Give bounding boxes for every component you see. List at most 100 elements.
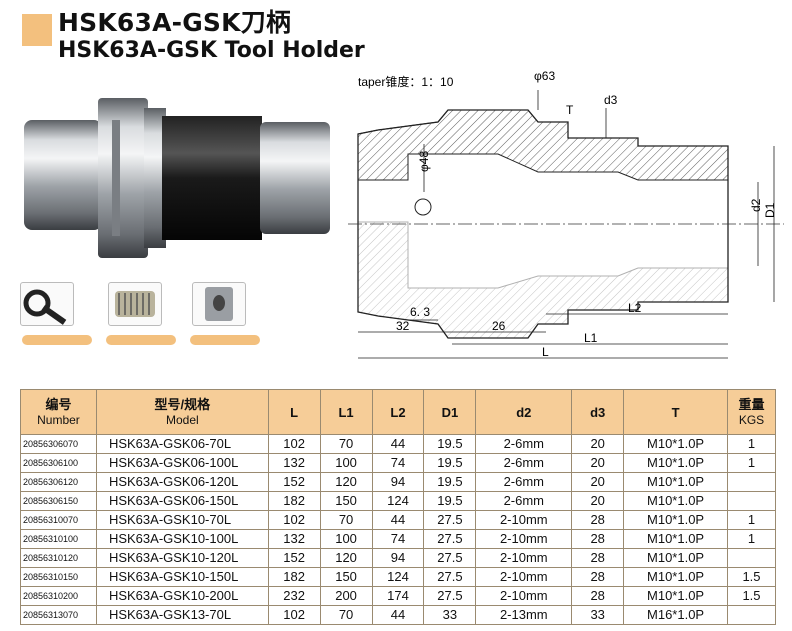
cell-L2: 74 — [371, 453, 425, 473]
cell-T: M10*1.0P — [623, 434, 728, 454]
cell-L: 132 — [267, 529, 321, 549]
cell-L1: 120 — [319, 548, 373, 568]
cell-weight: 1.5 — [727, 586, 776, 606]
dim-d2: d2 — [749, 198, 763, 212]
cell-D1: 27.5 — [423, 529, 477, 549]
dim-T: T — [566, 103, 574, 117]
cell-weight — [727, 491, 776, 511]
cell-d2: 2-10mm — [475, 510, 573, 530]
cell-L2: 44 — [371, 434, 425, 454]
cell-number: 20856310150 — [20, 567, 97, 587]
cell-d2: 2-10mm — [475, 567, 573, 587]
cell-L1: 200 — [319, 586, 373, 606]
cell-d3: 28 — [571, 586, 625, 606]
cell-T: M10*1.0P — [623, 586, 728, 606]
cell-D1: 19.5 — [423, 491, 477, 511]
cell-L1: 150 — [319, 567, 373, 587]
dim-26: 26 — [492, 319, 506, 333]
cell-weight: 1 — [727, 434, 776, 454]
cell-D1: 27.5 — [423, 586, 477, 606]
cell-model: HSK63A-GSK06-150L — [95, 491, 269, 511]
dim-L2: L2 — [628, 301, 642, 315]
accessory-label-bar — [22, 335, 92, 345]
header-d2: d2 — [475, 389, 573, 435]
cell-model: HSK63A-GSK10-200L — [95, 586, 269, 606]
header-L2: L2 — [371, 389, 425, 435]
cell-L1: 70 — [319, 605, 373, 625]
technical-drawing: taper锥度：1：10 φ63 T d3 φ48 d2 D1 6. 3 32 … — [348, 62, 788, 377]
dim-phi63: φ63 — [534, 69, 555, 83]
cell-model: HSK63A-GSK06-100L — [95, 453, 269, 473]
cell-L1: 120 — [319, 472, 373, 492]
header-D1: D1 — [423, 389, 477, 435]
cell-weight: 1.5 — [727, 567, 776, 587]
cell-L: 152 — [267, 548, 321, 568]
cell-L: 182 — [267, 491, 321, 511]
cell-L1: 70 — [319, 510, 373, 530]
cell-weight — [727, 472, 776, 492]
cell-L2: 44 — [371, 605, 425, 625]
cell-L: 182 — [267, 567, 321, 587]
cell-L1: 70 — [319, 434, 373, 454]
cell-d3: 28 — [571, 510, 625, 530]
cell-L2: 44 — [371, 510, 425, 530]
cell-number: 20856310120 — [20, 548, 97, 568]
dim-32: 32 — [396, 319, 410, 333]
cell-model: HSK63A-GSK10-70L — [95, 510, 269, 530]
dim-phi48: φ48 — [417, 151, 431, 172]
cell-d3: 28 — [571, 548, 625, 568]
cell-L2: 74 — [371, 529, 425, 549]
cell-number: 20856306100 — [20, 453, 97, 473]
cell-d3: 28 — [571, 529, 625, 549]
cell-d3: 20 — [571, 453, 625, 473]
cell-d2: 2-10mm — [475, 548, 573, 568]
collet-icon — [108, 282, 162, 326]
cell-model: HSK63A-GSK10-150L — [95, 567, 269, 587]
cell-d3: 20 — [571, 491, 625, 511]
wrench-icon — [20, 282, 74, 326]
cell-L: 132 — [267, 453, 321, 473]
cell-number: 20856310100 — [20, 529, 97, 549]
cell-d2: 2-6mm — [475, 453, 573, 473]
cell-d2: 2-10mm — [475, 529, 573, 549]
cell-d3: 33 — [571, 605, 625, 625]
cell-d2: 2-6mm — [475, 472, 573, 492]
cell-L2: 124 — [371, 491, 425, 511]
cell-L: 102 — [267, 434, 321, 454]
cell-L2: 94 — [371, 472, 425, 492]
page-title-cn: HSK63A-GSK刀柄 — [58, 8, 292, 37]
taper-label: taper锥度：1：10 — [358, 74, 454, 89]
cell-D1: 33 — [423, 605, 477, 625]
cell-weight — [727, 605, 776, 625]
cell-d2: 2-10mm — [475, 586, 573, 606]
cell-L: 232 — [267, 586, 321, 606]
cell-L: 102 — [267, 510, 321, 530]
cell-weight: 1 — [727, 510, 776, 530]
cell-D1: 19.5 — [423, 472, 477, 492]
header-d3: d3 — [571, 389, 625, 435]
cell-T: M10*1.0P — [623, 453, 728, 473]
cell-d3: 28 — [571, 567, 625, 587]
cell-T: M10*1.0P — [623, 529, 728, 549]
cell-T: M10*1.0P — [623, 510, 728, 530]
page-title-en: HSK63A-GSK Tool Holder — [58, 38, 365, 63]
accessory-label-bar — [190, 335, 260, 345]
cell-d2: 2-13mm — [475, 605, 573, 625]
cell-D1: 27.5 — [423, 548, 477, 568]
cell-number: 20856306120 — [20, 472, 97, 492]
dim-d3: d3 — [604, 93, 618, 107]
cell-number: 20856313070 — [20, 605, 97, 625]
cell-model: HSK63A-GSK10-100L — [95, 529, 269, 549]
cell-L2: 94 — [371, 548, 425, 568]
